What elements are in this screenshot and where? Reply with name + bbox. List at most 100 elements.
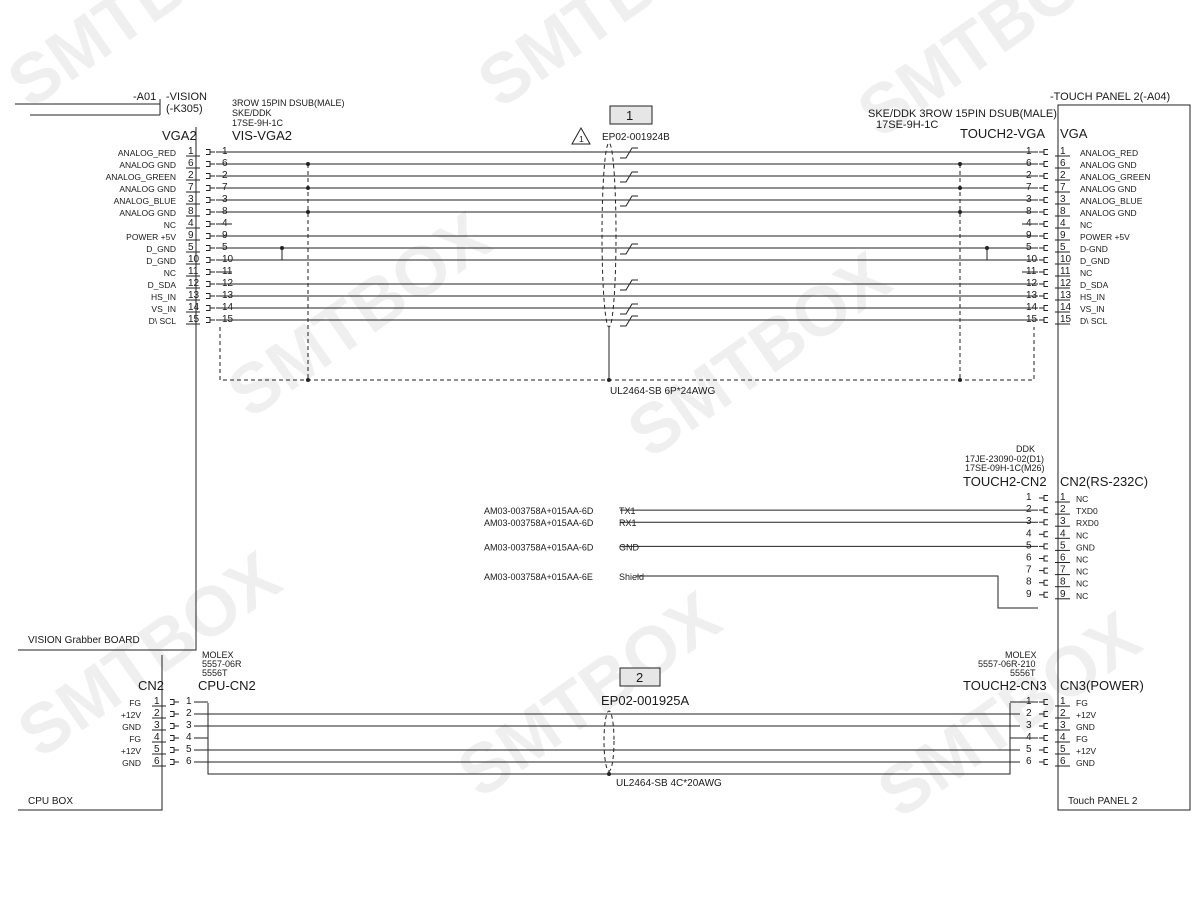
vga-right-pin-label: D_SDA xyxy=(1080,280,1109,290)
vga-left-pin-label: D\ SCL xyxy=(149,316,177,326)
cable1-shield-oval xyxy=(601,142,617,328)
pin-contact-icon xyxy=(206,281,211,287)
vga-left-pin-label: NC xyxy=(164,268,176,278)
vga-left-pin-number: 7 xyxy=(188,182,194,193)
power-left-mate-number: 2 xyxy=(186,708,192,719)
vga-right-pin-number: 3 xyxy=(1060,194,1066,205)
pin-contact-icon xyxy=(1043,579,1048,586)
rs232-pin-number: 7 xyxy=(1060,565,1066,576)
rs232-mate-number: 7 xyxy=(1026,565,1032,576)
power-left-pin-number: 1 xyxy=(154,696,160,707)
power-right-mate-number: 3 xyxy=(1026,720,1032,731)
vga-left-pin-number: 2 xyxy=(188,170,194,181)
junction-dot xyxy=(958,378,962,382)
power-left-pin-label: GND xyxy=(122,758,141,768)
vga-left-pin-label: D_GND xyxy=(146,256,176,266)
cn2-rs232-label: CN2(RS-232C) xyxy=(1060,474,1148,489)
dgnd-bridge-left xyxy=(230,248,283,261)
vga-left-pin-number: 13 xyxy=(188,290,200,301)
pin-contact-icon xyxy=(1043,281,1048,287)
power-right-mate-number: 5 xyxy=(1026,744,1032,755)
twisted-pair-mark xyxy=(620,171,638,183)
power-left-pin-number: 6 xyxy=(154,756,160,767)
twisted-pair-mark xyxy=(620,315,638,327)
dgnd-bridge-right xyxy=(986,248,1022,261)
cable1-number: 1 xyxy=(626,108,633,123)
rs232-wire-signal: Shield xyxy=(619,572,644,582)
pin-contact-icon xyxy=(1043,759,1048,765)
power-right-pin-number: 1 xyxy=(1060,696,1066,707)
power-left-pin-label: GND xyxy=(122,722,141,732)
vga-left-pin-number: 9 xyxy=(188,230,194,241)
power-left-mate-number: 6 xyxy=(186,756,192,767)
vga-left-pin-number: 5 xyxy=(188,242,194,253)
rs232-pin-label: NC xyxy=(1076,494,1088,504)
cn3-power-label: CN3(POWER) xyxy=(1060,678,1144,693)
pin-contact-icon xyxy=(1043,173,1048,179)
cable2-tag xyxy=(619,667,661,687)
vga-label: VGA xyxy=(1060,126,1088,141)
vga-left-pin-number: 12 xyxy=(188,278,200,289)
pin-contact-icon xyxy=(1043,495,1048,501)
pin-contact-icon xyxy=(170,747,175,753)
junction-dot xyxy=(958,162,962,166)
junction-dot xyxy=(306,186,310,190)
power-left-pin-label: +12V xyxy=(121,746,141,756)
pin-contact-icon xyxy=(1043,747,1048,753)
cn2-label: CN2 xyxy=(138,678,164,693)
power-right-pin-label: +12V xyxy=(1076,746,1096,756)
pin-contact-icon xyxy=(1043,149,1048,155)
power-left-pin-number: 2 xyxy=(154,708,160,719)
rs232-pin-number: 5 xyxy=(1060,540,1066,551)
right-conn-desc-1: SKE/DDK 3ROW 15PIN DSUB(MALE) xyxy=(868,108,1057,120)
rs232-pin-number: 1 xyxy=(1060,492,1066,503)
vga-left-pin-label: HS_IN xyxy=(151,292,176,302)
rs232-mate-number: 8 xyxy=(1026,577,1032,588)
pin-contact-icon xyxy=(170,723,175,729)
pin-contact-icon xyxy=(206,149,211,155)
rs232-pin-label: NC xyxy=(1076,530,1088,540)
vga-left-pin-number: 11 xyxy=(188,266,199,277)
pin-contact-icon xyxy=(1043,209,1048,215)
cpu-box-label: CPU BOX xyxy=(28,796,73,807)
pin-contact-icon xyxy=(1043,317,1048,323)
cable1-part: EP02-001924B xyxy=(602,132,670,143)
pin-contact-icon xyxy=(1043,269,1048,275)
pin-contact-icon xyxy=(1043,507,1048,514)
twisted-pair-mark xyxy=(620,195,638,207)
vision-grabber-board-outline xyxy=(18,127,197,651)
pin-contact-icon xyxy=(170,711,175,717)
power-left-mate-number: 5 xyxy=(186,744,192,755)
vga-right-pin-number: 8 xyxy=(1060,206,1066,217)
vga-right-pin-number: 1 xyxy=(1060,146,1066,157)
vga-right-pin-label: ANALOG GND xyxy=(1080,160,1137,170)
junction-dot xyxy=(306,162,310,166)
watermark-mark: SMTBOX xyxy=(614,236,904,472)
rs232-pin-label: NC xyxy=(1076,567,1088,577)
cable2-spec: UL2464-SB 4C*20AWG xyxy=(616,778,722,789)
rs232-pin-label: RXD0 xyxy=(1076,518,1099,528)
power-right-pin-label: FG xyxy=(1076,698,1088,708)
twisted-pair-mark xyxy=(620,243,638,255)
vga-right-pin-label: ANALOG_RED xyxy=(1080,148,1138,158)
touch-panel2-label: Touch PANEL 2 xyxy=(1068,796,1138,807)
rs232-wire-part: AM03-003758A+015AA-6E xyxy=(484,572,593,582)
vis-vga2-label: VIS-VGA2 xyxy=(232,128,292,143)
pin-contact-icon xyxy=(206,185,211,191)
vga-right-pin-number: 6 xyxy=(1060,158,1066,169)
pin-contact-icon xyxy=(206,161,211,167)
cable2-number: 2 xyxy=(636,670,643,685)
power-right-pin-number: 5 xyxy=(1060,744,1066,755)
rs232-mate-number: 9 xyxy=(1026,589,1032,600)
vga-right-pin-number: 5 xyxy=(1060,242,1066,253)
power-right-pin-number: 2 xyxy=(1060,708,1066,719)
vga-left-pin-number: 4 xyxy=(188,218,194,229)
power-left-pin-number: 3 xyxy=(154,720,160,731)
pin-contact-icon xyxy=(206,257,211,263)
power-right-pin-label: GND xyxy=(1076,722,1095,732)
rs232-desc-3: 17SE-09H-1C(M26) xyxy=(965,463,1045,473)
pin-contact-icon xyxy=(206,317,211,323)
vga-right-pin-label: NC xyxy=(1080,220,1092,230)
touch2-cn2-label: TOUCH2-CN2 xyxy=(963,474,1047,489)
